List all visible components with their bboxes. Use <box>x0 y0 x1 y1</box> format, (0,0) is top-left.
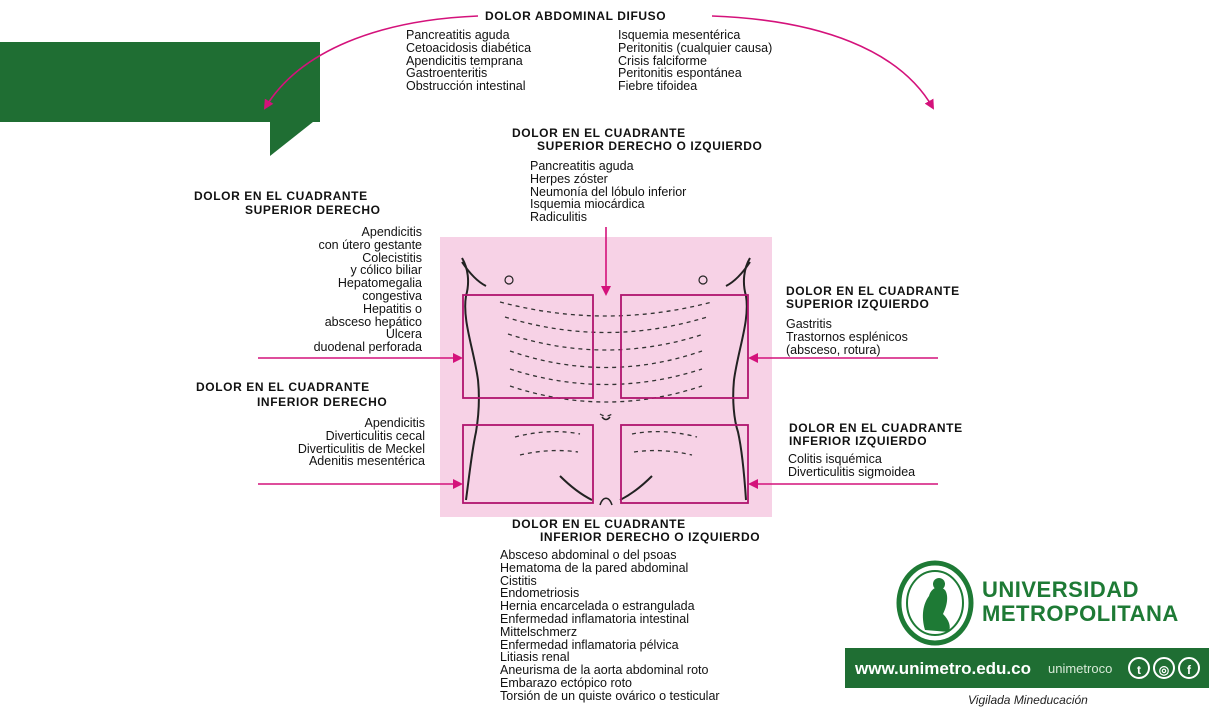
list-item: Obstrucción intestinal <box>406 79 526 94</box>
list-item: Herpes zóster <box>530 171 608 186</box>
list-item: Cistitis <box>500 573 537 588</box>
list-item: Enfermedad inflamatoria intestinal <box>500 611 689 626</box>
list-item: Hepatitis o <box>362 301 422 316</box>
lower-left-title-2: INFERIOR IZQUIERDO <box>789 434 928 448</box>
list-item: duodenal perforada <box>313 340 422 355</box>
social-handle: unimetroco <box>1048 661 1113 676</box>
list-item: Gastritis <box>786 317 832 331</box>
list-item: Apendicitis <box>364 416 425 430</box>
list-item: Endometriosis <box>500 586 580 601</box>
lower-right-title-2: INFERIOR DERECHO <box>257 395 388 409</box>
upper-either-list: Pancreatitis aguda Herpes zóster Neumoní… <box>530 160 686 224</box>
list-item: Absceso abdominal o del psoas <box>500 548 677 562</box>
box-lower-right-quadrant <box>462 424 594 504</box>
list-item: Apendicitis temprana <box>406 53 523 68</box>
box-upper-left-quadrant <box>620 294 749 399</box>
lower-either-list: Absceso abdominal o del psoas Hematoma d… <box>500 549 720 703</box>
list-item: Embarazo ectópico roto <box>500 675 633 690</box>
logo-line-1: UNIVERSIDAD <box>982 577 1140 602</box>
list-item: Diverticulitis de Meckel <box>297 441 425 456</box>
upper-left-title-2: SUPERIOR IZQUIERDO <box>786 297 930 311</box>
list-item: Gastroenteritis <box>406 66 488 81</box>
list-item: y cólico biliar <box>350 263 422 278</box>
list-item: Úlcera <box>385 327 422 342</box>
list-item: Isquemia miocárdica <box>530 197 645 212</box>
list-item: Isquemia mesentérica <box>618 28 741 42</box>
upper-left-list: Gastritis Trastornos esplénicos (absceso… <box>786 318 908 356</box>
torso-outline <box>461 257 751 506</box>
facebook-icon[interactable]: f <box>1178 657 1200 679</box>
list-item: Peritonitis espontánea <box>618 66 742 81</box>
rib-lines <box>499 301 713 456</box>
list-item: Litiasis renal <box>500 650 570 665</box>
list-item: Apendicitis <box>361 225 422 239</box>
list-item: Pancreatitis aguda <box>530 159 634 173</box>
diffuse-list-col2: Isquemia mesentérica Peritonitis (cualqu… <box>618 29 772 93</box>
box-upper-right-quadrant <box>462 294 594 399</box>
lower-right-list: Apendicitis Diverticulitis cecal Diverti… <box>298 417 425 468</box>
list-item: Hematoma de la pared abdominal <box>500 560 689 575</box>
list-item: Fiebre tifoidea <box>618 79 698 94</box>
list-item: Aneurisma de la aorta abdominal roto <box>500 663 709 678</box>
nipple-marks <box>504 275 708 285</box>
diffuse-list-col1: Pancreatitis aguda Cetoacidosis diabétic… <box>406 29 531 93</box>
list-item: Colecistitis <box>362 250 422 265</box>
upper-either-title-1: DOLOR EN EL CUADRANTE <box>512 126 686 140</box>
list-item: Peritonitis (cualquier causa) <box>618 40 773 55</box>
upper-either-title-2: SUPERIOR DERECHO O IZQUIERDO <box>537 139 763 153</box>
twitter-icon[interactable]: t <box>1128 657 1150 679</box>
vigilado-label: Vigilada Mineducación <box>968 693 1088 707</box>
logo-line-2: METROPOLITANA <box>982 601 1179 626</box>
website-link[interactable]: www.unimetro.edu.co <box>855 659 1031 678</box>
diffuse-arrow-right <box>711 15 934 110</box>
upper-right-title-2: SUPERIOR DERECHO <box>245 203 381 217</box>
list-item: Cetoacidosis diabética <box>406 40 532 55</box>
list-item: Mittelschmerz <box>500 624 578 639</box>
list-item: Hepatomegalia <box>337 276 422 291</box>
list-item: absceso hepático <box>324 314 422 329</box>
list-item: Pancreatitis aguda <box>406 28 510 42</box>
list-item: Trastornos esplénicos <box>786 329 908 344</box>
green-banner-tip <box>270 118 318 156</box>
list-item: con útero gestante <box>318 237 422 252</box>
quadrant-boxes <box>462 294 749 504</box>
list-item: Adenitis mesentérica <box>308 454 425 469</box>
upper-right-list: Apendicitis con útero gestante Colecisti… <box>314 226 422 354</box>
lower-either-title-2: INFERIOR DERECHO O IZQUIERDO <box>540 530 761 544</box>
diffuse-arrow-left <box>263 15 479 110</box>
list-item: Crisis falciforme <box>618 53 707 68</box>
list-item: Torsión de un quiste ovárico o testicula… <box>500 688 720 703</box>
list-item: Neumonía del lóbulo inferior <box>530 184 687 199</box>
list-item: Colitis isquémica <box>788 452 882 466</box>
navel-mark <box>601 416 611 421</box>
list-item: Diverticulitis cecal <box>325 428 425 443</box>
diffuse-title: DOLOR ABDOMINAL DIFUSO <box>485 9 667 23</box>
upper-right-title-1: DOLOR EN EL CUADRANTE <box>194 189 368 203</box>
lower-left-title-1: DOLOR EN EL CUADRANTE <box>789 421 963 435</box>
list-item: Hernia encarcelada o estrangulada <box>500 599 695 614</box>
lower-left-list: Colitis isquémica Diverticulitis sigmoid… <box>788 453 915 479</box>
upper-left-title-1: DOLOR EN EL CUADRANTE <box>786 284 960 298</box>
box-lower-left-quadrant <box>620 424 749 504</box>
list-item: Diverticulitis sigmoidea <box>788 464 916 479</box>
lower-either-title-1: DOLOR EN EL CUADRANTE <box>512 517 686 531</box>
instagram-icon[interactable]: ◎ <box>1153 657 1175 679</box>
list-item: Radiculitis <box>530 210 587 225</box>
lower-right-title-1: DOLOR EN EL CUADRANTE <box>196 380 370 394</box>
list-item: Enfermedad inflamatoria pélvica <box>500 637 679 652</box>
list-item: congestiva <box>362 288 422 303</box>
list-item: (absceso, rotura) <box>786 342 881 357</box>
university-seal-icon <box>896 560 974 646</box>
